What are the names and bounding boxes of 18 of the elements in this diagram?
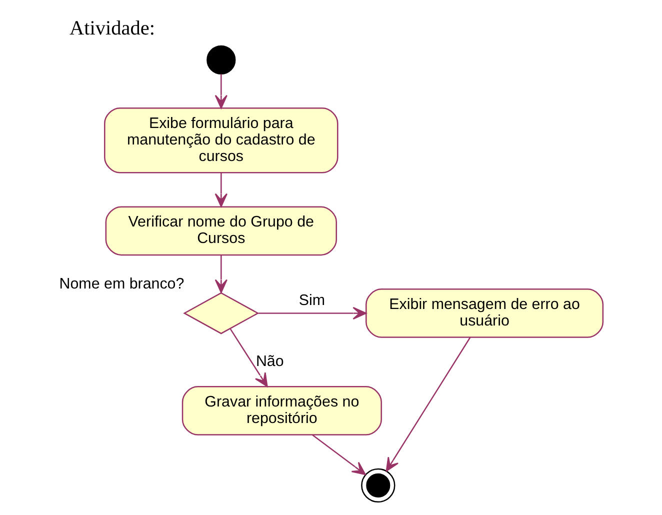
node-circle [206, 45, 236, 75]
arrow [258, 306, 367, 320]
edge-label: Sim [298, 292, 326, 310]
node-box: Verificar nome do Grupo de Cursos [105, 206, 338, 256]
node-bullseye [361, 468, 396, 503]
edge-label: Não [256, 352, 284, 370]
arrow [214, 255, 228, 294]
node-label: Nome em branco? [59, 276, 184, 293]
arrow [230, 328, 268, 388]
node-diamond [183, 292, 260, 334]
arrow [312, 434, 366, 476]
arrow [214, 172, 228, 208]
node-box: Gravar informações no repositório [182, 386, 382, 436]
node-box: Exibe formulário para manutenção do cadastro de cursos [104, 107, 338, 174]
node-box: Exibir mensagem de erro ao usuário [366, 288, 604, 338]
arrow [386, 337, 471, 472]
arrow [214, 74, 228, 109]
diagram-title: Atividade: [70, 17, 155, 40]
